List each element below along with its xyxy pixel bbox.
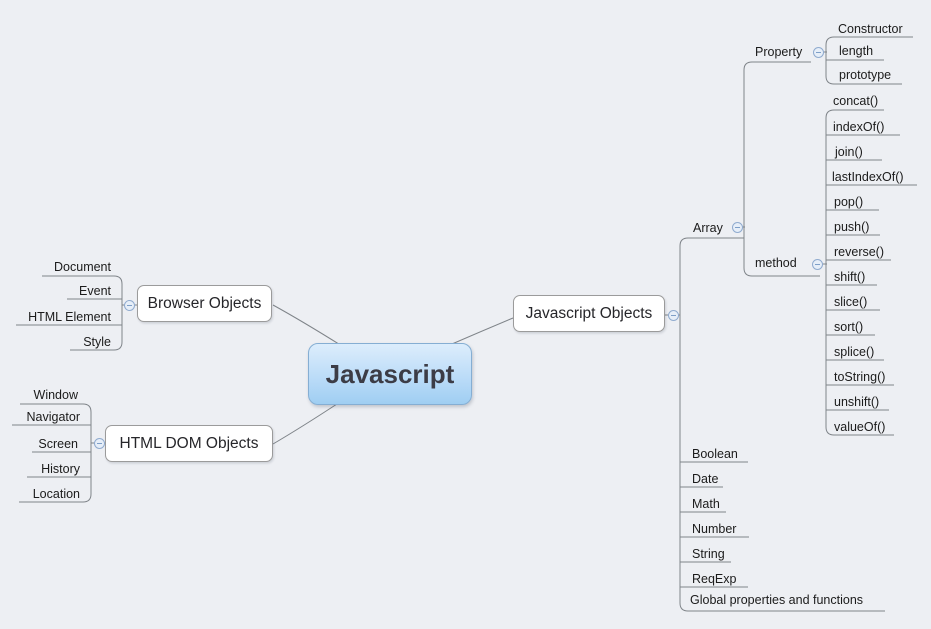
topic-constructor[interactable]: Constructor bbox=[838, 22, 903, 36]
topic-push[interactable]: push() bbox=[834, 220, 870, 234]
collapse-icon-method[interactable] bbox=[812, 259, 823, 270]
topic-indexof[interactable]: indexOf() bbox=[833, 120, 885, 134]
topic-history[interactable]: History bbox=[41, 462, 80, 476]
central-topic-label: Javascript bbox=[325, 358, 455, 389]
minus-glyph bbox=[815, 264, 820, 265]
topic-html-dom-objects-label: HTML DOM Objects bbox=[119, 434, 259, 452]
topic-array[interactable]: Array bbox=[693, 221, 723, 235]
dom-children-bracket bbox=[12, 403, 105, 503]
topic-reqexp[interactable]: ReqExp bbox=[692, 572, 737, 586]
topic-concat[interactable]: concat() bbox=[833, 94, 879, 108]
topic-html-dom-objects[interactable]: HTML DOM Objects bbox=[105, 425, 273, 462]
collapse-icon-array[interactable] bbox=[732, 222, 743, 233]
topic-tostring[interactable]: toString() bbox=[834, 370, 886, 384]
topic-length[interactable]: length bbox=[839, 44, 874, 58]
collapse-icon-property[interactable] bbox=[813, 47, 824, 58]
topic-browser-objects-label: Browser Objects bbox=[147, 294, 262, 312]
method-children-bracket bbox=[820, 109, 917, 436]
central-edges bbox=[272, 304, 514, 445]
topic-navigator[interactable]: Navigator bbox=[26, 410, 81, 424]
minus-glyph bbox=[671, 315, 676, 316]
topic-reverse[interactable]: reverse() bbox=[834, 245, 885, 259]
central-topic-javascript[interactable]: Javascript bbox=[308, 343, 472, 405]
topic-prototype[interactable]: prototype bbox=[839, 68, 892, 82]
collapse-icon-html-dom-objects[interactable] bbox=[94, 438, 105, 449]
topic-property[interactable]: Property bbox=[755, 45, 803, 59]
topic-splice[interactable]: splice() bbox=[834, 345, 875, 359]
topic-valueof[interactable]: valueOf() bbox=[834, 420, 886, 434]
collapse-icon-browser-objects[interactable] bbox=[124, 300, 135, 311]
topic-math[interactable]: Math bbox=[692, 497, 720, 511]
topic-unshift[interactable]: unshift() bbox=[834, 395, 880, 409]
topic-event[interactable]: Event bbox=[79, 284, 111, 298]
minus-glyph bbox=[735, 227, 740, 228]
topic-javascript-objects[interactable]: Javascript Objects bbox=[513, 295, 665, 332]
topic-sort[interactable]: sort() bbox=[834, 320, 864, 334]
topic-browser-objects[interactable]: Browser Objects bbox=[137, 285, 272, 322]
topic-lastindexof[interactable]: lastIndexOf() bbox=[832, 170, 904, 184]
topic-date[interactable]: Date bbox=[692, 472, 719, 486]
topic-window[interactable]: Window bbox=[33, 388, 78, 402]
topic-method[interactable]: method bbox=[755, 256, 797, 270]
topic-string[interactable]: String bbox=[692, 547, 725, 561]
topic-location[interactable]: Location bbox=[32, 487, 80, 501]
minus-glyph bbox=[127, 305, 132, 306]
topic-javascript-objects-label: Javascript Objects bbox=[525, 304, 653, 322]
topic-style[interactable]: Style bbox=[83, 335, 111, 349]
topic-global-properties-and-functions[interactable]: Global properties and functions bbox=[690, 593, 864, 607]
topic-screen[interactable]: Screen bbox=[38, 437, 78, 451]
collapse-icon-javascript-objects[interactable] bbox=[668, 310, 679, 321]
topic-document[interactable]: Document bbox=[54, 260, 111, 274]
topic-html-element[interactable]: HTML Element bbox=[28, 310, 111, 324]
minus-glyph bbox=[97, 443, 102, 444]
topic-number[interactable]: Number bbox=[692, 522, 737, 536]
topic-slice[interactable]: slice() bbox=[834, 295, 868, 309]
topic-pop[interactable]: pop() bbox=[834, 195, 864, 209]
topic-boolean[interactable]: Boolean bbox=[692, 447, 738, 461]
array-children-bracket bbox=[742, 61, 820, 277]
minus-glyph bbox=[816, 52, 821, 53]
topic-join[interactable]: join() bbox=[835, 145, 863, 159]
topic-shift[interactable]: shift() bbox=[834, 270, 866, 284]
